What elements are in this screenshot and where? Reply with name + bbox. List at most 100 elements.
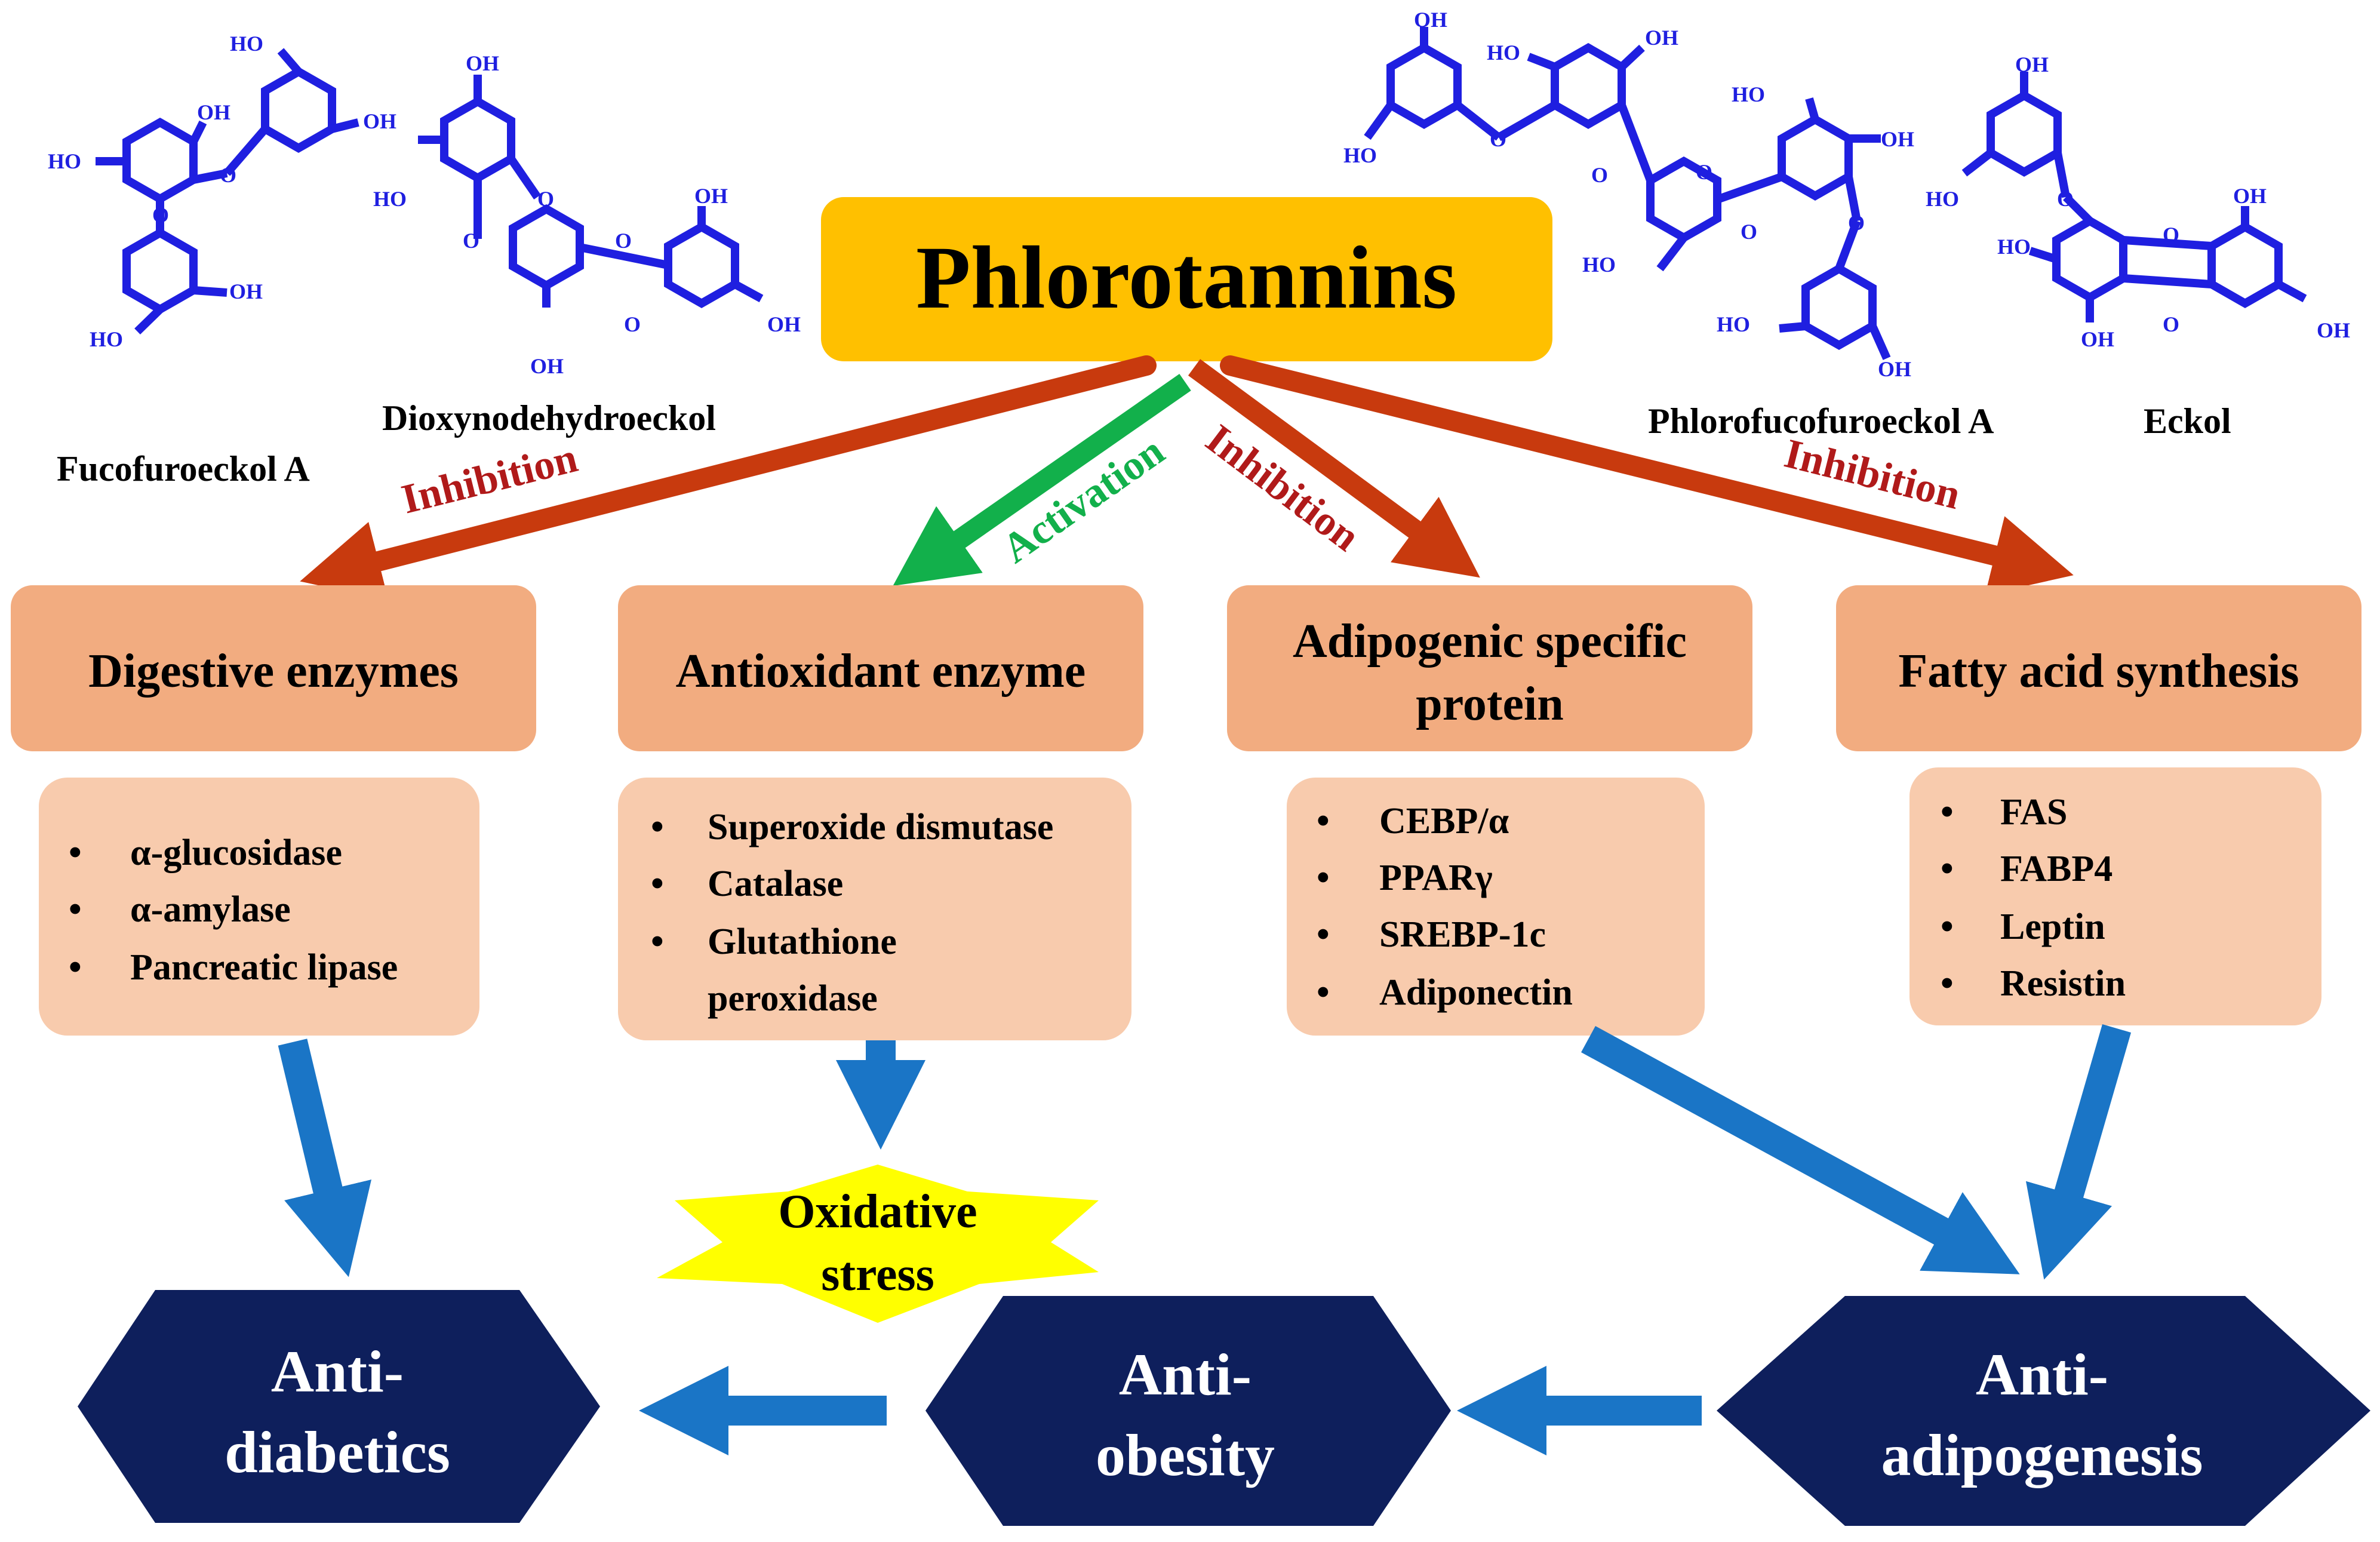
list-item: SREBP-1c	[1379, 914, 1546, 955]
atom-label-ho: HO	[1582, 253, 1616, 277]
list-box-digestive	[39, 778, 479, 1036]
activation-arrow-antioxidant	[893, 374, 1191, 586]
category-title-antioxidant: Antioxidant enzyme	[676, 645, 1086, 698]
list-item: CEBP/α	[1379, 801, 1509, 841]
outcome-antidiabetics-line2: diabetics	[225, 1419, 450, 1485]
bullet: •	[651, 807, 664, 847]
title-phlorotannins: Phlorotannins	[916, 228, 1457, 327]
atom-label-oh: OH	[466, 51, 499, 75]
list-adipogenic: • CEBP/α • PPARγ • SREBP-1c • Adiponecti…	[1317, 801, 1573, 1013]
compound-name-eckol: Eckol	[2144, 401, 2231, 441]
atom-label-o: O	[624, 312, 641, 336]
atom-label-oh: OH	[694, 184, 728, 208]
list-item: Glutathione	[708, 921, 897, 962]
atom-label-o: O	[1741, 220, 1757, 244]
bullet: •	[1941, 849, 1954, 889]
flow-arrow-digestive-to-antidiabetics	[278, 1039, 372, 1277]
category-box-fatty-acid	[1836, 585, 2361, 751]
outcome-antiadipogenesis	[1717, 1296, 2370, 1526]
atom-label-oh: OH	[1878, 357, 1911, 381]
eckol-structure	[1961, 72, 2307, 322]
category-title-adipogenic-line2: protein	[1416, 678, 1563, 730]
atom-label-ho: HO	[90, 327, 123, 351]
outcome-antiobesity-line1: Anti-	[1119, 1341, 1252, 1408]
atom-label-o: O	[2057, 187, 2074, 211]
title-box	[821, 197, 1552, 361]
atom-label-ho: HO	[230, 32, 263, 56]
atom-label-o: O	[1591, 163, 1608, 187]
atom-label-oh: OH	[530, 354, 564, 378]
atom-label-o: O	[463, 229, 479, 253]
outcome-antiadipogenesis-line1: Anti-	[1976, 1341, 2108, 1408]
compound-name-dioxynodehydroeckol: Dioxynodehydroeckol	[382, 398, 716, 438]
atom-label-oh: OH	[197, 100, 230, 124]
bullet: •	[69, 889, 82, 930]
oxidative-stress-line2: stress	[821, 1248, 934, 1301]
bullet: •	[1941, 792, 1954, 833]
list-item: α-glucosidase	[130, 833, 342, 873]
atom-label-ho: HO	[373, 187, 407, 211]
atom-label-oh: OH	[1881, 127, 1914, 151]
atom-label-oh: OH	[363, 109, 396, 133]
atom-label-o: O	[1848, 211, 1865, 235]
atom-label-ho: HO	[1926, 187, 1959, 211]
flow-arrow-adipogenic-to-antiadipogenesis	[1581, 1026, 2020, 1274]
atom-label-oh: OH	[229, 279, 263, 303]
category-box-antioxidant	[618, 585, 1143, 751]
dioxynodehydroeckol-structure	[418, 75, 764, 309]
outcome-antiobesity-line2: obesity	[1096, 1422, 1275, 1488]
flow-arrow-fatty-acid-to-antiadipogenesis	[2025, 1024, 2132, 1280]
phlorofucofuroeckol-a-atom-labels: OH HO HO OH HO OH HO HO OH O O O O O	[1343, 8, 1914, 381]
category-box-adipogenic	[1227, 585, 1752, 751]
compound-name-phlorofucofuroeckol-a: Phlorofucofuroeckol A	[1648, 401, 1994, 441]
atom-label-o: O	[1696, 160, 1712, 184]
atom-label-ho: HO	[1997, 235, 2031, 259]
compound-names: Fucofuroeckol A Dioxynodehydroeckol Phlo…	[57, 398, 2231, 489]
atom-label-oh: OH	[2081, 327, 2114, 351]
list-antioxidant: • Superoxide dismutase • Catalase • Glut…	[651, 807, 1053, 1019]
category-title-digestive: Digestive enzymes	[88, 645, 459, 698]
outcome-antiobesity	[925, 1296, 1451, 1526]
dioxynodehydroeckol-atom-labels: OH HO OH OH OH O O O O	[373, 51, 801, 378]
bullet: •	[1317, 972, 1330, 1013]
atom-label-oh: OH	[2015, 53, 2049, 76]
atom-label-o: O	[1490, 127, 1506, 151]
list-box-adipogenic	[1287, 778, 1705, 1036]
atom-label-oh: OH	[2317, 318, 2350, 342]
atom-label-o: O	[615, 229, 632, 253]
atom-label-oh: OH	[2233, 184, 2267, 208]
bullet: •	[1941, 963, 1954, 1004]
list-digestive: • α-glucosidase • α-amylase • Pancreatic…	[69, 833, 398, 988]
list-item: Leptin	[2000, 907, 2105, 947]
atom-label-o: O	[2163, 312, 2179, 336]
atom-label-ho: HO	[1717, 312, 1750, 336]
compound-name-fucofuroeckol-a: Fucofuroeckol A	[57, 449, 310, 489]
atom-label-o: O	[537, 187, 554, 211]
category-title-fatty-acid: Fatty acid synthesis	[1898, 645, 2299, 698]
atom-label-ho: HO	[1487, 41, 1520, 64]
atom-label-ho: HO	[48, 149, 81, 173]
atom-label-o: O	[2163, 223, 2179, 247]
atom-label-ho: HO	[1732, 82, 1765, 106]
list-item: Pancreatic lipase	[130, 947, 398, 988]
oxidative-stress-line1: Oxidative	[778, 1185, 977, 1238]
category-title-adipogenic-line1: Adipogenic specific	[1293, 615, 1687, 668]
outcome-antiadipogenesis-line2: adipogenesis	[1881, 1422, 2203, 1488]
atom-label-ho: HO	[1343, 143, 1377, 167]
list-item: FABP4	[2000, 849, 2113, 889]
outcome-antidiabetics	[78, 1290, 600, 1523]
list-item: PPARγ	[1379, 858, 1493, 898]
fucofuroeckol-a-structure	[96, 48, 359, 335]
atom-label-oh: OH	[767, 312, 801, 336]
list-item: α-amylase	[130, 889, 291, 930]
inhibition-arrow-adipogenic	[1188, 359, 1480, 578]
list-item: Superoxide dismutase	[708, 807, 1053, 847]
inhibition-arrow-fatty-acid	[1220, 355, 2074, 595]
eckol-atom-labels: OH HO HO OH OH OH O O O	[1926, 53, 2350, 351]
list-item: Catalase	[708, 864, 843, 904]
phlorofucofuroeckol-a-structure	[1364, 27, 1891, 360]
bullet: •	[651, 921, 664, 962]
atom-label-oh: OH	[1414, 8, 1447, 32]
bullet: •	[69, 947, 82, 988]
